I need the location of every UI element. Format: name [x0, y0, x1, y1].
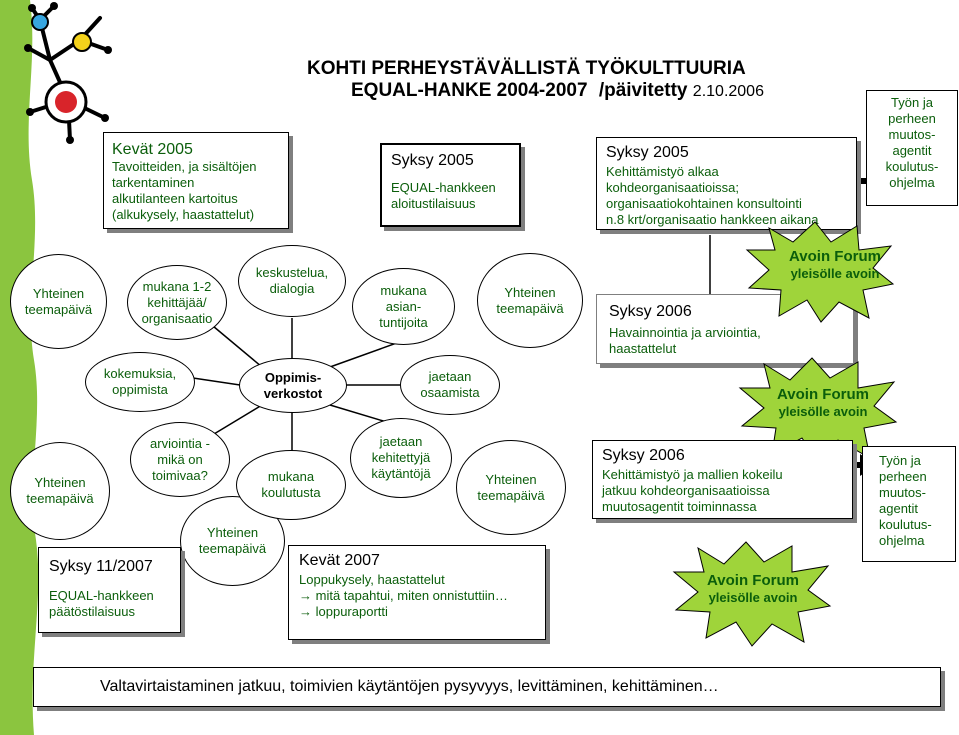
ellipse-experts-label: mukana asian- tuntijoita [379, 282, 428, 330]
ellipse-experiences-label: kokemuksia, oppimista [103, 366, 177, 397]
box-autumn-2005-start: Syksy 2005 EQUAL-hankkeen aloitustilaisu… [380, 143, 521, 227]
ellipse-center-label: Oppimis- verkostot [263, 369, 323, 401]
note-training-top-line-1: Työn ja [891, 95, 933, 110]
box-autumn-2005-dev-line-3: organisaatiokohtainen konsultointi [606, 196, 802, 211]
ellipse-participants: mukana 1-2 kehittäjää/ organisaatio [127, 265, 227, 340]
box-spring-2005-line-1: Tavoitteiden, ja sisältöjen [112, 159, 257, 174]
figure-logo-icon [24, 2, 112, 144]
box-spring-2005-line-2: tarkentaminen [112, 175, 195, 190]
box-autumn-2005-dev-line-2: kohdeorganisaatioissa; [606, 180, 739, 195]
box-autumn-2006-dev-line-1: Kehittämistyö ja mallien kokeilu [602, 467, 783, 482]
forum-burst-1-subtitle: yleisölle avoin [790, 266, 880, 281]
ellipse-practices: jaetaan kehitettyjä käytäntöjä [350, 418, 452, 498]
box-spring-2007-line-3-text: loppuraportti [315, 604, 388, 619]
box-autumn-2005-start-title: Syksy 2005 [391, 152, 474, 169]
forum-burst-2-subtitle: yleisölle avoin [778, 404, 868, 419]
note-training-top-line-2: perheen [888, 111, 936, 126]
ellipse-evaluation: arviointia - mikä on toimivaa? [130, 422, 230, 497]
box-autumn-2007-end-line-1: EQUAL-hankkeen [49, 588, 154, 603]
box-autumn-2007-end-title: Syksy 11/2007 [49, 558, 153, 575]
bottom-banner: Valtavirtaistaminen jatkuu, toimivien kä… [33, 667, 941, 707]
note-training-top-line-6: ohjelma [889, 175, 935, 190]
ellipse-theme-day-1: Yhteinen teemapäivä [10, 254, 107, 349]
note-training-top-line-3: muutos- [888, 127, 936, 142]
note-training-bottom-line-3: muutos- [879, 485, 926, 500]
note-training-top-line-5: koulutus- [885, 159, 939, 174]
box-autumn-2006-dev-title: Syksy 2006 [602, 447, 685, 464]
box-spring-2005-line-4: (alkukysely, haastattelut) [112, 207, 255, 222]
title-updated-date: 2.10.2006 [692, 83, 764, 100]
forum-burst-1-icon [745, 221, 895, 323]
bottom-banner-text: Valtavirtaistaminen jatkuu, toimivien kä… [100, 678, 719, 695]
box-spring-2005-title: Kevät 2005 [112, 141, 193, 158]
forum-burst-1: Avoin Forum yleisölle avoin [775, 248, 895, 281]
note-training-bottom-line-4: agentit [879, 501, 919, 516]
box-autumn-2005-dev-title: Syksy 2005 [606, 144, 689, 161]
note-training-bottom-line-1: Työn ja [879, 453, 921, 468]
ellipse-theme-day-4: Yhteinen teemapäivä [456, 440, 566, 535]
ellipse-experiences: kokemuksia, oppimista [85, 352, 195, 412]
note-training-bottom: Työn ja perheen muutos- agentit koulutus… [862, 446, 956, 562]
note-training-bottom-line-6: ohjelma [879, 533, 925, 548]
ellipse-center-learning-networks: Oppimis- verkostot [239, 358, 347, 413]
box-spring-2007-line-2: → mitä tapahtui, miten onnistuttiin… [299, 588, 535, 604]
page-title: KOHTI PERHEYSTÄVÄLLISTÄ TYÖKULTTUURIA EQ… [305, 58, 765, 103]
ellipse-theme-day-2: Yhteinen teemapäivä [477, 253, 583, 348]
box-spring-2007-line-2-text: mitä tapahtui, miten onnistuttiin… [315, 588, 508, 603]
box-spring-2007-line-1: Loppukysely, haastattelut [299, 572, 445, 587]
left-decorative-band [0, 0, 39, 735]
title-line-1: KOHTI PERHEYSTÄVÄLLISTÄ TYÖKULTTUURIA [307, 58, 746, 79]
note-training-top: Työn ja perheen muutos- agentit koulutus… [866, 90, 958, 206]
box-autumn-2005-development: Syksy 2005 Kehittämistyö alkaa kohdeorga… [596, 137, 857, 230]
box-autumn-2005-start-line-2: aloitustilaisuus [391, 196, 476, 211]
ellipse-theme-day-5-label: Yhteinen teemapäivä [198, 525, 267, 556]
box-spring-2007-title: Kevät 2007 [299, 552, 380, 569]
box-spring-2007-line-3: → loppuraportti [299, 604, 535, 620]
forum-burst-3-icon [672, 541, 832, 647]
ellipse-sharing-label: jaetaan osaamista [420, 369, 480, 400]
forum-burst-1-title: Avoin Forum [789, 248, 881, 265]
ellipse-theme-day-1-label: Yhteinen teemapäivä [24, 285, 93, 317]
ellipse-sharing: jaetaan osaamista [400, 355, 500, 415]
box-autumn-2006-dev-line-2: jatkuu kohdeorganisaatioissa [602, 483, 770, 498]
ellipse-experts: mukana asian- tuntijoita [352, 268, 455, 345]
box-spring-2005-line-3: alkutilanteen kartoitus [112, 191, 238, 206]
ellipse-theme-day-4-label: Yhteinen teemapäivä [477, 471, 545, 503]
note-training-top-line-4: agentit [892, 143, 932, 158]
box-autumn-2005-dev-line-4: n.8 krt/organisaatio hankkeen aikana [606, 212, 819, 227]
forum-burst-2-title: Avoin Forum [777, 386, 869, 403]
box-autumn-2005-dev-line-1: Kehittämistyö alkaa [606, 164, 719, 179]
box-autumn-2007-end: Syksy 11/2007 EQUAL-hankkeen päätöstilai… [38, 547, 181, 633]
ellipse-theme-day-3: Yhteinen teemapäivä [10, 442, 110, 540]
box-spring-2005: Kevät 2005 Tavoitteiden, ja sisältöjen t… [103, 132, 289, 229]
forum-burst-3: Avoin Forum yleisölle avoin [693, 572, 813, 605]
box-autumn-2006-obs-line-2: haastattelut [609, 341, 677, 356]
box-autumn-2006-obs-title: Syksy 2006 [609, 303, 692, 320]
box-autumn-2005-start-line-1: EQUAL-hankkeen [391, 180, 496, 195]
ellipse-practices-label: jaetaan kehitettyjä käytäntöjä [371, 434, 431, 481]
title-line-2: EQUAL-HANKE 2004-2007 /päivitetty 2.10.2… [305, 80, 765, 103]
ellipse-training: mukana koulutusta [236, 450, 346, 520]
ellipse-participants-label: mukana 1-2 kehittäjää/ organisaatio [141, 278, 213, 326]
note-training-bottom-line-5: koulutus- [879, 517, 932, 532]
forum-burst-3-title: Avoin Forum [707, 572, 799, 589]
note-training-bottom-line-2: perheen [879, 469, 927, 484]
box-autumn-2006-obs-line-1: Havainnointia ja arviointia, [609, 325, 761, 340]
ellipse-evaluation-label: arviointia - mikä on toimivaa? [150, 435, 210, 483]
box-spring-2007: Kevät 2007 Loppukysely, haastattelut → m… [288, 545, 546, 640]
ellipse-theme-day-3-label: Yhteinen teemapäivä [26, 475, 94, 506]
ellipse-theme-day-2-label: Yhteinen teemapäivä [496, 284, 564, 316]
forum-burst-3-subtitle: yleisölle avoin [708, 590, 798, 605]
forum-burst-2: Avoin Forum yleisölle avoin [764, 386, 882, 419]
arrow-right-icon: → [299, 604, 312, 619]
title-updated-label: /päivitetty [598, 80, 688, 101]
box-autumn-2006-dev-line-3: muutosagentit toiminnassa [602, 499, 757, 514]
ellipse-discussion: keskustelua, dialogia [238, 245, 346, 317]
title-project: EQUAL-HANKE 2004-2007 [351, 80, 588, 101]
ellipse-training-label: mukana koulutusta [261, 469, 321, 500]
box-autumn-2006-development: Syksy 2006 Kehittämistyö ja mallien koke… [592, 440, 853, 519]
arrow-right-icon: → [299, 588, 312, 603]
ellipse-discussion-label: keskustelua, dialogia [255, 265, 329, 296]
box-autumn-2007-end-line-2: päätöstilaisuus [49, 604, 135, 619]
